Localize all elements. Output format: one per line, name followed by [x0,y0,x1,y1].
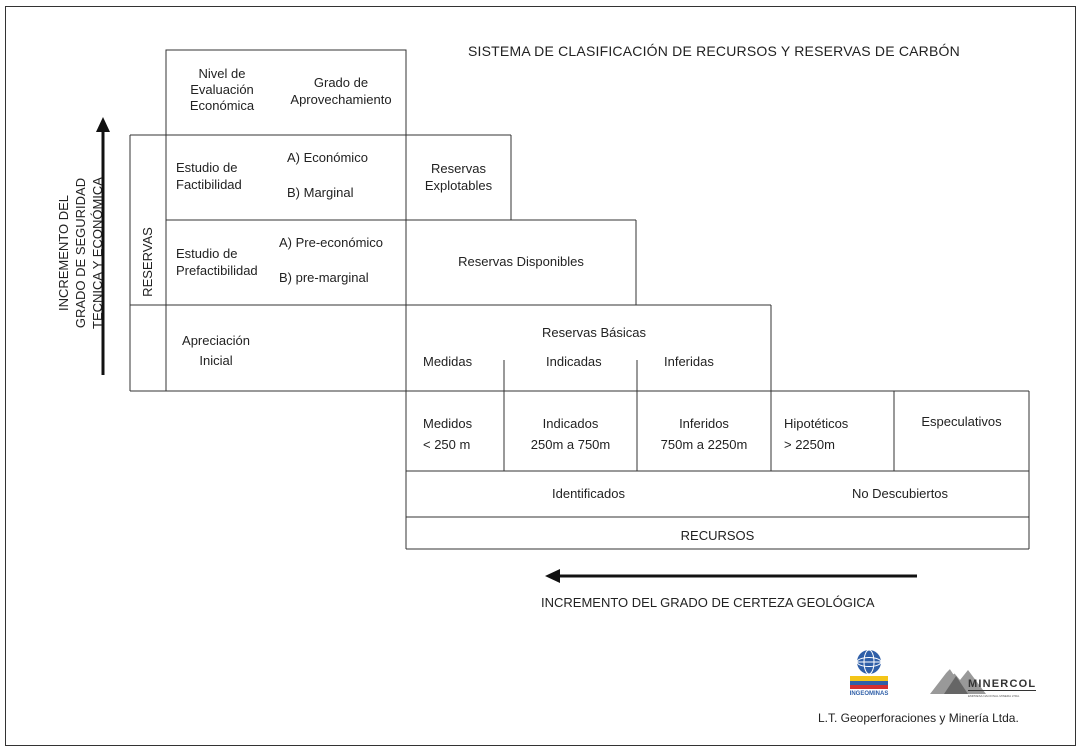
y-axis-label: INCREMENTO DEL GRADO DE SEGURIDAD TECNIC… [55,123,109,383]
prefactibilidad-preeconomico: A) Pre-económico [279,235,384,250]
hipoteticos-line: Hipotéticos [784,416,849,431]
ingeominas-logo: INGEOMINAS [844,646,894,704]
reservas-explotables-line: Reservas [431,161,486,176]
header-grado: Grado de Aprovechamiento [276,74,406,108]
prefactibilidad-premarginal: B) pre-marginal [279,270,369,285]
header-nivel-line: Evaluación [190,82,254,97]
estudio-prefactibilidad-line: Prefactibilidad [176,263,258,278]
apreciacion-inicial-line: Apreciación [182,333,250,348]
inferidos: Inferidos 750m a 2250m [637,413,771,455]
header-nivel-line: Económica [189,98,255,113]
mountain-icon [930,666,986,694]
x-axis-label: INCREMENTO DEL GRADO DE CERTEZA GEOLÓGIC… [541,595,875,610]
estudio-prefactibilidad-line: Estudio de [176,246,238,261]
identificados: Identificados [552,486,625,501]
horizontal-arrow [545,569,917,583]
factibilidad-economico: A) Económico [287,150,368,165]
apreciacion-inicial-line: Inicial [199,353,233,368]
header-nivel: Nivel de Evaluación Económica [166,66,278,114]
header-nivel-line: Nivel de [198,66,246,81]
estudio-prefactibilidad: Estudio de Prefactibilidad [176,245,258,279]
ingeominas-logo-text: INGEOMINAS [849,691,889,697]
medidos-line: < 250 m [423,437,471,452]
medidos: Medidos < 250 m [423,413,472,455]
y-axis-label-line: TECNICA Y ECONÓMICA [90,177,105,329]
apreciacion-inicial: Apreciación Inicial [166,331,266,371]
no-descubiertos: No Descubiertos [851,486,949,501]
indicados-line: 250m a 750m [530,437,611,452]
page-frame [5,6,1076,746]
vertical-arrow [96,117,110,375]
minercol-logo: MINERCOL EMPRESA NACIONAL MINERA LTDA. [928,658,1058,704]
hipoteticos-line: > 2250m [784,437,835,452]
inferidas: Inferidas [664,354,714,369]
reservas-vertical-label: RESERVAS [140,227,155,297]
globe-icon [850,649,888,689]
factibilidad-marginal: B) Marginal [287,185,354,200]
diagram-title: SISTEMA DE CLASIFICACIÓN DE RECURSOS Y R… [468,43,960,59]
indicados: Indicados 250m a 750m [504,413,637,455]
minercol-logo-subtext: EMPRESA NACIONAL MINERA LTDA. [968,694,1021,698]
reservas-explotables-line: Explotables [424,178,493,193]
y-axis-label-line: GRADO DE SEGURIDAD [73,177,88,329]
estudio-factibilidad-line: Estudio de [176,160,238,175]
inferidos-line: Inferidos [679,416,729,431]
header-grado-line: Aprovechamiento [290,92,392,107]
hipoteticos: Hipotéticos > 2250m [784,413,848,455]
reservas-disponibles: Reservas Disponibles [458,254,584,269]
indicados-line: Indicados [542,416,599,431]
footer-credit: L.T. Geoperforaciones y Minería Ltda. [818,711,1019,725]
minercol-logo-text: MINERCOL [968,678,1037,691]
especulativos: Especulativos [921,414,1002,429]
medidas: Medidas [423,354,473,369]
header-grado-line: Grado de [313,75,369,90]
indicadas: Indicadas [546,354,602,369]
inferidos-line: 750m a 2250m [660,437,748,452]
recursos: RECURSOS [680,528,755,543]
estudio-factibilidad: Estudio de Factibilidad [176,159,242,193]
medidos-line: Medidos [423,416,473,431]
y-axis-label-line: INCREMENTO DEL [56,194,71,312]
reservas-explotables: Reservas Explotables [406,160,511,194]
reservas-basicas: Reservas Básicas [541,325,647,340]
estudio-factibilidad-line: Factibilidad [176,177,242,192]
